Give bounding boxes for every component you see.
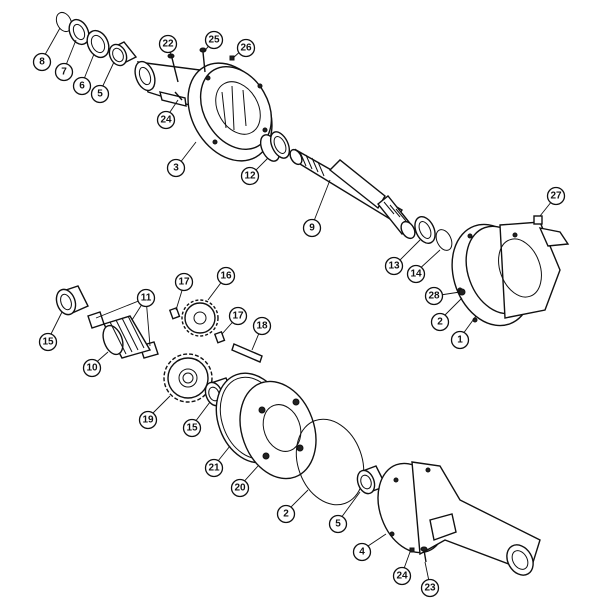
callout-label: 11 (141, 293, 152, 304)
callout-label: 23 (424, 583, 436, 594)
callout-label: 12 (244, 171, 256, 182)
callout-4: 4 (352, 542, 372, 562)
part-bushing-11-a (87, 311, 105, 329)
part-bolt-24-lower (409, 547, 415, 553)
callout-17-upper: 17 (174, 272, 194, 292)
callout-label: 27 (550, 191, 562, 202)
callout-label: 15 (186, 423, 198, 434)
callout-label: 20 (234, 483, 246, 494)
callout-15-left: 15 (38, 332, 58, 352)
callout-25: 25 (204, 30, 224, 50)
callout-10: 10 (82, 358, 102, 378)
callout-label: 17 (232, 311, 244, 322)
callout-11: 11 (136, 288, 156, 308)
callout-label: 7 (61, 67, 67, 78)
callout-23: 23 (420, 578, 440, 598)
callout-5-upper: 5 (90, 84, 110, 104)
callout-1: 1 (450, 330, 470, 350)
callout-label: 5 (335, 519, 341, 530)
part-seal-6 (86, 29, 110, 59)
callout-2-upper: 2 (430, 312, 450, 332)
callout-7: 7 (54, 62, 74, 82)
callout-28: 28 (424, 286, 444, 306)
part-rings-12 (259, 131, 291, 162)
part-carrier-plate-20 (239, 380, 317, 480)
callout-label: 6 (79, 81, 85, 92)
part-gear-19 (163, 353, 213, 403)
callout-label: 17 (178, 277, 190, 288)
callout-label: 15 (42, 337, 54, 348)
callout-24-upper: 24 (156, 110, 176, 130)
part-bolt-23 (420, 546, 428, 563)
callout-2-lower: 2 (276, 504, 296, 524)
callout-17-lower: 17 (228, 306, 248, 326)
callout-label: 26 (240, 43, 252, 54)
callout-label: 21 (208, 463, 220, 474)
callout-16: 16 (216, 266, 236, 286)
callout-18: 18 (252, 316, 272, 336)
callout-22: 22 (158, 34, 178, 54)
callout-label: 28 (428, 291, 440, 302)
callout-21: 21 (204, 458, 224, 478)
callout-label: 13 (388, 261, 400, 272)
part-pinion-10 (102, 315, 152, 359)
part-bearing-5-upper (108, 41, 138, 67)
part-axle-housing-4 (377, 461, 541, 576)
callout-label: 2 (283, 509, 289, 520)
part-ring-14 (435, 229, 453, 251)
callout-9: 9 (302, 218, 322, 238)
part-fitting-26 (229, 55, 235, 61)
part-washer-7 (68, 18, 90, 46)
part-bolt-24-upper (174, 91, 183, 101)
callout-label: 14 (410, 269, 422, 280)
part-pin-17-b (213, 330, 226, 344)
callout-label: 18 (256, 321, 268, 332)
callout-label: 10 (86, 363, 98, 374)
callout-label: 1 (457, 335, 463, 346)
part-bearing-15-left (55, 285, 89, 316)
part-shaft-pin-18 (231, 343, 263, 363)
callout-24-lower: 24 (392, 566, 412, 586)
part-fitting-27 (533, 215, 543, 225)
callout-label: 19 (142, 415, 154, 426)
callout-8: 8 (32, 52, 52, 72)
callout-label: 8 (39, 57, 45, 68)
part-axle-housing-3 (134, 60, 273, 162)
callout-20: 20 (230, 478, 250, 498)
callout-13: 13 (384, 256, 404, 276)
callout-label: 5 (97, 89, 103, 100)
callout-label: 24 (396, 571, 408, 582)
part-gear-16 (181, 299, 219, 337)
part-pin-17-a (168, 306, 181, 320)
part-axle-shaft-9 (289, 148, 416, 240)
callout-27: 27 (546, 186, 566, 206)
callout-12: 12 (240, 166, 260, 186)
callout-label: 16 (220, 271, 232, 282)
callout-5-lower: 5 (328, 514, 348, 534)
callout-label: 9 (309, 223, 315, 234)
part-snap-ring-8 (55, 11, 73, 33)
part-differential-housing-1 (451, 221, 570, 327)
callout-19: 19 (138, 410, 158, 430)
callout-label: 25 (208, 35, 220, 46)
callout-15-right: 15 (182, 418, 202, 438)
callout-label: 24 (160, 115, 172, 126)
callout-6: 6 (72, 76, 92, 96)
callout-14: 14 (406, 264, 426, 284)
callout-label: 4 (359, 547, 365, 558)
part-gasket-2-lower (295, 418, 365, 506)
callout-label: 22 (162, 39, 174, 50)
callout-label: 2 (437, 317, 443, 328)
callout-label: 3 (173, 163, 179, 174)
callout-3: 3 (166, 158, 186, 178)
part-ring-13 (414, 216, 436, 244)
callout-26: 26 (236, 38, 256, 58)
